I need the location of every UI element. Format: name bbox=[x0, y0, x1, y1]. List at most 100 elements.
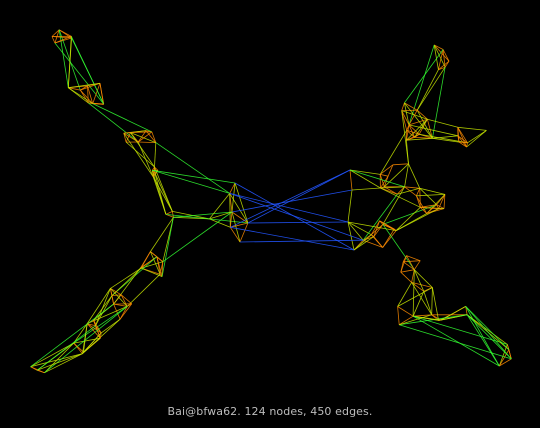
edge bbox=[404, 186, 417, 197]
edge bbox=[499, 358, 512, 367]
edge bbox=[73, 342, 83, 354]
edge bbox=[86, 323, 102, 334]
edge bbox=[371, 224, 384, 235]
edge bbox=[465, 306, 510, 350]
edge bbox=[349, 169, 405, 188]
edge bbox=[70, 36, 105, 105]
edge bbox=[80, 82, 101, 91]
edge bbox=[427, 119, 433, 139]
edge bbox=[416, 109, 428, 120]
edge bbox=[162, 211, 233, 263]
edge bbox=[466, 314, 500, 367]
edge bbox=[508, 349, 512, 360]
edge bbox=[373, 224, 384, 237]
edge bbox=[110, 267, 142, 289]
edge bbox=[414, 269, 433, 288]
edge bbox=[113, 267, 141, 305]
edge bbox=[404, 186, 420, 189]
edge bbox=[137, 131, 153, 143]
bridge-edge bbox=[230, 226, 355, 251]
edge bbox=[401, 102, 405, 111]
edge bbox=[373, 220, 380, 237]
edge bbox=[362, 193, 398, 241]
edge bbox=[419, 188, 437, 205]
bridge-edge bbox=[247, 221, 349, 224]
edge bbox=[353, 234, 372, 251]
edge bbox=[58, 29, 69, 88]
edge bbox=[380, 187, 421, 208]
edge bbox=[401, 110, 408, 131]
edge bbox=[54, 42, 105, 105]
edge bbox=[347, 221, 372, 236]
edge bbox=[44, 306, 128, 374]
edge bbox=[44, 342, 74, 373]
graph-caption: Bai@bfwa62. 124 nodes, 450 edges. bbox=[167, 405, 373, 418]
edge bbox=[152, 169, 230, 194]
edge bbox=[73, 323, 88, 344]
edge bbox=[408, 118, 428, 126]
edge bbox=[349, 169, 381, 189]
edge-layer bbox=[30, 29, 512, 374]
edge bbox=[399, 314, 432, 326]
edge bbox=[44, 353, 83, 374]
edge bbox=[30, 342, 74, 368]
edge bbox=[412, 291, 425, 317]
edge bbox=[406, 137, 433, 141]
edge bbox=[126, 273, 161, 307]
edge bbox=[93, 320, 102, 334]
edge bbox=[419, 187, 445, 195]
edge bbox=[408, 124, 458, 137]
edge bbox=[442, 49, 450, 62]
edge bbox=[36, 325, 96, 371]
edge bbox=[111, 267, 142, 296]
edge bbox=[380, 186, 405, 189]
edge bbox=[498, 344, 508, 367]
edge bbox=[433, 44, 439, 70]
edge bbox=[465, 306, 512, 360]
edge bbox=[59, 29, 72, 37]
edge bbox=[408, 163, 421, 189]
edge bbox=[413, 260, 421, 270]
bridge-edge bbox=[234, 182, 355, 251]
edge bbox=[54, 35, 72, 44]
edge bbox=[353, 236, 375, 251]
edge bbox=[123, 132, 131, 134]
edge bbox=[400, 271, 412, 283]
edge bbox=[414, 118, 428, 138]
edge bbox=[230, 222, 248, 228]
edge bbox=[457, 135, 468, 144]
edge bbox=[229, 227, 241, 243]
edge bbox=[82, 332, 102, 354]
edge bbox=[408, 124, 415, 138]
edge bbox=[373, 236, 384, 248]
edge bbox=[438, 49, 444, 70]
edge bbox=[403, 260, 421, 263]
edge bbox=[119, 303, 133, 320]
edge bbox=[436, 204, 445, 209]
edge bbox=[465, 306, 500, 367]
edge bbox=[397, 186, 405, 195]
edge bbox=[457, 135, 467, 148]
edge bbox=[398, 315, 414, 326]
edge bbox=[349, 169, 381, 175]
edge bbox=[113, 303, 128, 307]
edge bbox=[431, 287, 433, 315]
edge bbox=[151, 170, 167, 215]
edge bbox=[30, 303, 114, 368]
edge bbox=[402, 261, 415, 271]
bridge-edge bbox=[247, 169, 351, 224]
edge bbox=[457, 135, 460, 143]
edge bbox=[397, 282, 412, 307]
edge bbox=[457, 127, 468, 144]
edge bbox=[161, 217, 174, 277]
edge bbox=[457, 127, 467, 148]
edge bbox=[466, 130, 487, 148]
edge bbox=[397, 306, 414, 317]
edge bbox=[431, 314, 442, 321]
edge bbox=[231, 211, 249, 224]
edge bbox=[420, 207, 427, 214]
edge bbox=[82, 323, 88, 354]
edge bbox=[95, 295, 113, 326]
edge bbox=[379, 130, 408, 175]
